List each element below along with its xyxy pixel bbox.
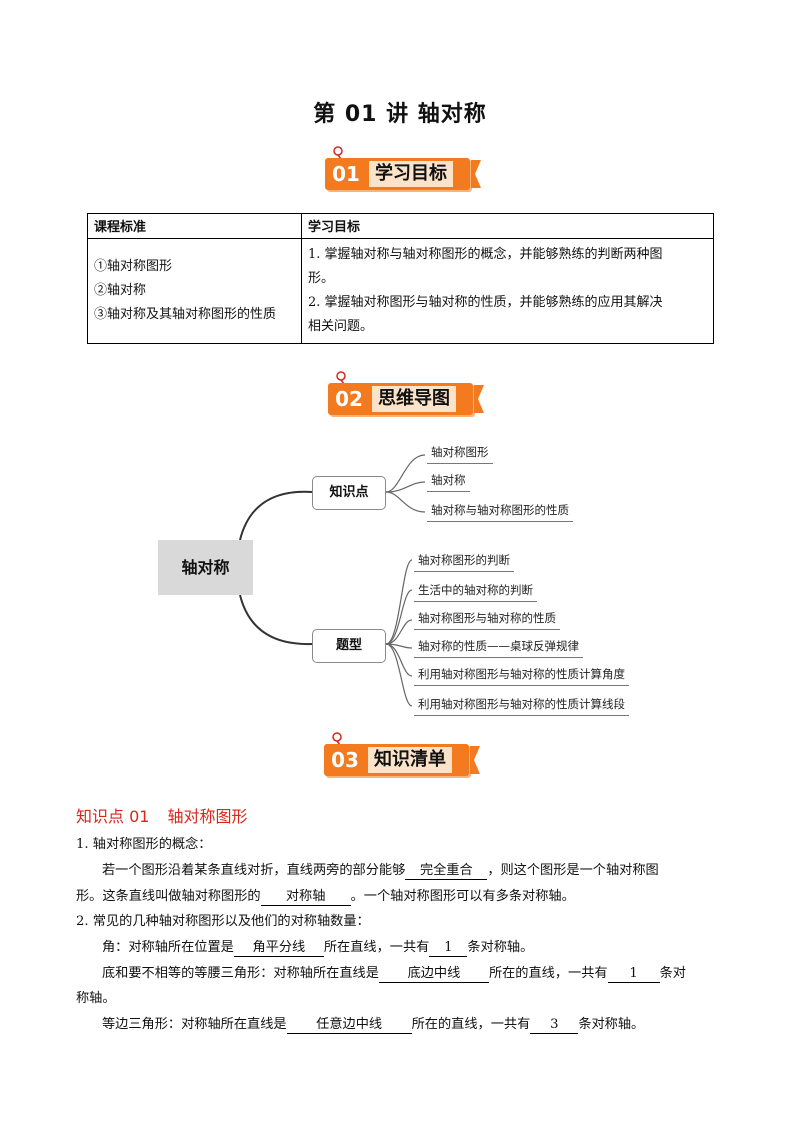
section-label: 知识清单 [368, 747, 452, 773]
concept-line-2: 形。这条直线叫做轴对称图形的对称轴。一个轴对称图形可以有多条对称轴。 [76, 886, 575, 908]
text-run: 条对 [659, 966, 686, 981]
objective-line: 1. 掌握轴对称与轴对称图形的概念，并能够熟练的判断两种图 [308, 247, 663, 262]
text-run: 等边三角形：对称轴所在直线是 [102, 1017, 287, 1032]
text-run: 所在的直线，一共有 [411, 1017, 531, 1032]
mindmap-leaf: 轴对称图形 [427, 442, 493, 464]
isosceles-line-2: 称轴。 [76, 991, 116, 1006]
answer-blank: 底边中线 [378, 966, 489, 983]
mindmap-leaf: 轴对称图形与轴对称的性质 [414, 608, 560, 630]
section-banner-checklist: 03 知识清单 [324, 732, 484, 778]
objective-line: 形。 [308, 271, 335, 286]
section-label: 思维导图 [372, 386, 456, 412]
mindmap-connectors [239, 454, 426, 707]
objectives-cell: 1. 掌握轴对称与轴对称图形的概念，并能够熟练的判断两种图 形。 2. 掌握轴对… [301, 238, 714, 344]
concept-line-1: 若一个图形沿着某条直线对折，直线两旁的部分能够完全重合，则这个图形是一个轴对称图 [102, 860, 659, 882]
standard-item: ③轴对称及其轴对称图形的性质 [94, 307, 277, 322]
standards-cell: ①轴对称图形 ②轴对称 ③轴对称及其轴对称图形的性质 [87, 238, 302, 344]
text-run: 底和要不相等的等腰三角形：对称轴所在直线是 [102, 966, 379, 981]
knowledge-point-number: 知识点 01 [76, 807, 150, 826]
mindmap-branch-knowledge: 知识点 [312, 476, 386, 510]
mindmap-leaf: 轴对称的性质——桌球反弹规律 [414, 636, 583, 658]
mindmap-leaf: 生活中的轴对称的判断 [414, 580, 537, 602]
mindmap-branch-questions: 题型 [312, 629, 386, 663]
mindmap-leaf: 利用轴对称图形与轴对称的性质计算线段 [414, 694, 629, 716]
knowledge-point-heading: 知识点 01 轴对称图形 [76, 803, 247, 827]
table-header-standard: 课程标准 [87, 213, 302, 239]
mindmap-root: 轴对称 [158, 540, 253, 595]
text-run: 若一个图形沿着某条直线对折，直线两旁的部分能够 [102, 863, 406, 878]
text-run: 所在的直线，一共有 [488, 966, 608, 981]
pin-icon [336, 371, 346, 383]
answer-blank: 完全重合 [405, 863, 488, 880]
goals-table: 课程标准 学习目标 ①轴对称图形 ②轴对称 ③轴对称及其轴对称图形的性质 1. … [87, 213, 714, 344]
mindmap-leaf: 轴对称与轴对称图形的性质 [427, 500, 573, 522]
answer-blank: 1 [429, 940, 468, 957]
knowledge-point-title: 轴对称图形 [167, 807, 248, 826]
text-run: 角：对称轴所在位置是 [102, 940, 234, 955]
mindmap-leaf: 利用轴对称图形与轴对称的性质计算角度 [414, 664, 629, 686]
answer-blank: 1 [607, 966, 660, 983]
section-label: 学习目标 [369, 161, 453, 187]
pin-icon [333, 146, 343, 158]
section-banner-goals: 01 学习目标 [325, 146, 485, 192]
section-banner-mindmap: 02 思维导图 [328, 371, 488, 417]
text-run: ，则这个图形是一个轴对称图 [487, 863, 659, 878]
common-title: 2. 常见的几种轴对称图形以及他们的对称轴数量： [76, 914, 370, 929]
text-run: 条对称轴。 [578, 1017, 645, 1032]
text-run: 形。这条直线叫做轴对称图形的 [76, 889, 261, 904]
concept-title: 1. 轴对称图形的概念： [76, 837, 212, 852]
table-header-objective: 学习目标 [301, 213, 714, 239]
answer-blank: 任意边中线 [286, 1017, 412, 1034]
answer-blank: 3 [530, 1017, 579, 1034]
text-run: 。一个轴对称图形可以有多条对称轴。 [350, 889, 575, 904]
section-number: 02 [335, 387, 363, 411]
answer-blank: 角平分线 [233, 940, 324, 957]
objective-line: 2. 掌握轴对称图形与轴对称的性质，并能够熟练的应用其解决 [308, 295, 663, 310]
section-number: 01 [332, 162, 360, 186]
section-number: 03 [331, 748, 359, 772]
text-run: 条对称轴。 [467, 940, 534, 955]
objective-line: 相关问题。 [308, 319, 374, 334]
standard-item: ②轴对称 [94, 283, 147, 298]
answer-blank: 对称轴 [260, 889, 351, 906]
text-run: 所在直线，一共有 [323, 940, 430, 955]
mindmap-leaf: 轴对称 [427, 470, 470, 492]
page-title: 第 01 讲 轴对称 [313, 102, 487, 127]
mindmap-leaf: 轴对称图形的判断 [414, 550, 514, 572]
pin-icon [332, 732, 342, 744]
standard-item: ①轴对称图形 [94, 259, 173, 274]
